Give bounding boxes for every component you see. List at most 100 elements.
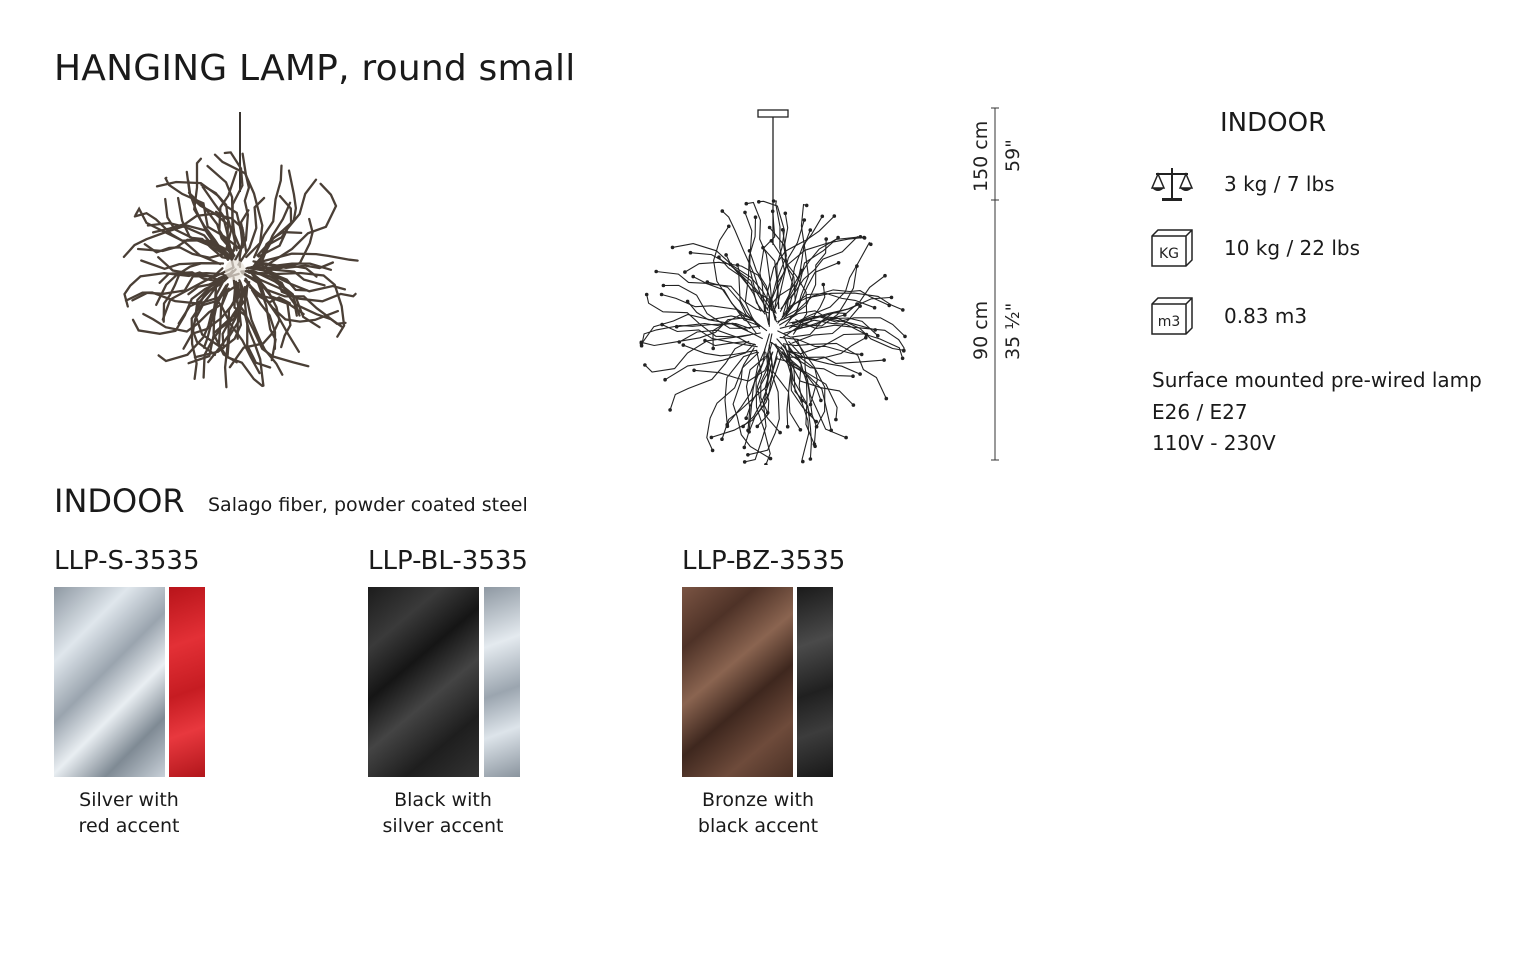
- branch-tip: [735, 263, 740, 267]
- branch-tip: [663, 377, 667, 382]
- branch: [190, 277, 223, 381]
- branch: [226, 280, 251, 358]
- branch: [712, 314, 754, 349]
- branch: [782, 344, 812, 460]
- branch-tip: [668, 408, 672, 412]
- branch-tip: [767, 225, 772, 230]
- branch: [773, 200, 786, 309]
- branch-tip: [660, 322, 664, 327]
- branch-tip: [829, 428, 833, 433]
- branch: [744, 216, 761, 329]
- section-title: INDOOR: [54, 482, 185, 520]
- branch: [146, 221, 232, 258]
- branch: [787, 333, 904, 359]
- branch: [779, 215, 823, 312]
- branch: [136, 238, 224, 256]
- variant-caption-line: Black with: [394, 789, 492, 811]
- branch: [253, 164, 283, 259]
- branch: [669, 340, 750, 411]
- branch: [134, 206, 222, 266]
- branch-tip: [814, 424, 819, 429]
- branch-tip: [768, 456, 773, 461]
- branch-tip: [883, 273, 887, 278]
- branch-tip: [887, 303, 891, 308]
- branch: [713, 225, 761, 327]
- branch: [213, 153, 264, 259]
- branch: [726, 357, 766, 426]
- swatch-main-silver: [54, 587, 165, 777]
- swatch-main-bronze: [682, 587, 793, 777]
- branch: [710, 333, 773, 438]
- branch: [692, 276, 770, 314]
- branch: [644, 332, 761, 373]
- branch-tip: [832, 214, 837, 218]
- branch: [721, 210, 766, 310]
- branch-tip: [808, 457, 813, 461]
- branch-tip: [808, 402, 813, 407]
- branch-tip: [821, 282, 826, 287]
- spec-volume: 0.83 m3: [1224, 304, 1308, 328]
- branch-tip: [872, 305, 877, 310]
- spec-weight: 3 kg / 7 lbs: [1224, 172, 1335, 196]
- branch-tip: [864, 332, 869, 337]
- branch-tip: [728, 262, 733, 267]
- branch-tip: [820, 214, 825, 219]
- swatch-main-black: [368, 587, 479, 777]
- branch: [228, 277, 281, 369]
- diameter-cm-label: 90 cm: [970, 300, 992, 360]
- branch: [247, 271, 308, 292]
- title-main: HANGING LAMP: [54, 48, 339, 89]
- branch-tip: [691, 274, 695, 279]
- branch-tip: [705, 280, 710, 284]
- branch: [245, 270, 343, 328]
- package-volume-icon: m3: [1151, 297, 1193, 335]
- branch: [721, 344, 773, 440]
- branch-tip: [798, 428, 803, 432]
- package-weight-icon: KG: [1151, 229, 1193, 267]
- branch: [202, 284, 250, 379]
- branch-tip: [661, 283, 666, 288]
- branch-tip: [783, 211, 788, 216]
- branch-tip: [834, 417, 838, 422]
- branch: [640, 313, 752, 345]
- branch: [795, 319, 905, 351]
- branch: [776, 338, 854, 377]
- branch-tip: [703, 338, 707, 343]
- spec-heading: INDOOR: [1220, 108, 1327, 138]
- branch: [745, 341, 773, 419]
- branch-tip: [741, 424, 745, 429]
- branch: [784, 344, 810, 463]
- branch-tip: [800, 268, 804, 273]
- branch: [661, 324, 758, 348]
- branch: [789, 303, 858, 329]
- branch-tip: [889, 295, 894, 300]
- branch: [655, 270, 757, 334]
- branch-tip: [864, 335, 868, 340]
- branch: [151, 212, 248, 254]
- branch-tip: [778, 430, 782, 435]
- branch-tip: [873, 328, 877, 332]
- branch: [781, 292, 904, 318]
- branch: [788, 337, 867, 361]
- branch: [187, 286, 249, 365]
- branch: [682, 344, 758, 357]
- branch-tip: [688, 250, 693, 255]
- branch: [255, 252, 359, 264]
- branch: [143, 243, 225, 259]
- branch-tip: [785, 424, 790, 429]
- branch-tip: [780, 228, 785, 232]
- branch-tip: [746, 453, 750, 457]
- branch-tip: [851, 374, 855, 379]
- branch: [223, 151, 244, 251]
- branch: [662, 284, 761, 329]
- height-in-label: 59": [1002, 139, 1024, 172]
- branch: [775, 343, 817, 423]
- branch-tip: [804, 203, 809, 208]
- branch-tip: [769, 239, 774, 243]
- branch: [778, 310, 876, 331]
- branch: [789, 238, 827, 318]
- branch: [155, 271, 225, 307]
- branch-tip: [709, 435, 714, 440]
- package-volume-icon-label: m3: [1158, 314, 1181, 330]
- product-photo: [122, 112, 359, 389]
